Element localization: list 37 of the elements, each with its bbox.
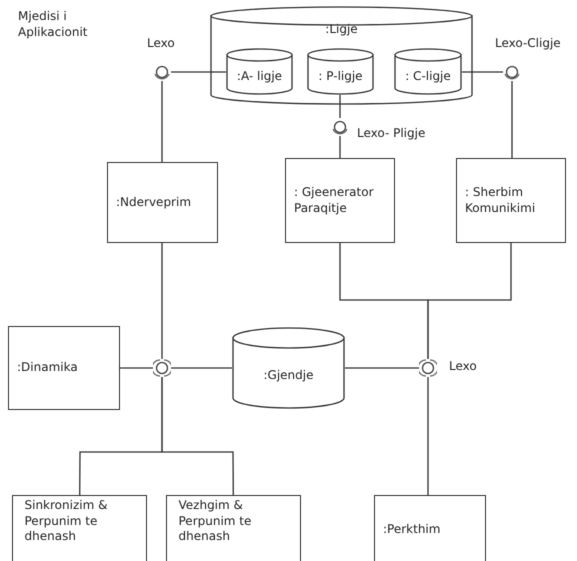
connector-line (462, 71, 503, 73)
connector-line (339, 95, 341, 118)
component-label: : Gjeenerator Paraqitje (294, 184, 375, 216)
connector-line (345, 367, 419, 369)
component-box (285, 158, 395, 243)
component-label: :Nderveprim (116, 194, 192, 210)
component-label: :Ligje (325, 22, 358, 38)
connector-line (161, 81, 163, 162)
component-label: :Gjendje (264, 368, 314, 384)
connector-line (511, 81, 513, 158)
component-box (107, 162, 218, 243)
component-label: : C-ligje (405, 68, 451, 84)
interface-label: Lexo (449, 359, 477, 375)
component-box (456, 158, 566, 243)
connector-line (120, 367, 153, 369)
interface-label: Lexo-Cligje (495, 36, 561, 52)
connector-line (161, 377, 234, 495)
component-box (166, 495, 301, 561)
connector-line (161, 243, 163, 359)
component-label: : P-ligje (318, 68, 363, 84)
component-box (12, 495, 147, 561)
interface-label: Lexo (147, 36, 175, 52)
component-box (374, 495, 486, 561)
component-label: :Perkthim (383, 522, 440, 538)
connector-line (171, 367, 232, 369)
component-label: : Sherbim Komunikimi (465, 184, 536, 216)
component-label: :Dinamika (17, 360, 78, 376)
note-text: Mjedisi i Aplikacionit (18, 8, 89, 40)
connector-line (427, 377, 429, 495)
connector-line (339, 136, 341, 159)
interface-label: Lexo- Pligje (357, 126, 426, 142)
connector-line (427, 243, 512, 359)
component-label: Sinkronizim & Perpunim te dhenash (24, 498, 108, 545)
component-box (8, 326, 120, 410)
component-label: Vezhgim & Perpunim te dhenash (178, 498, 252, 545)
connector-line (171, 71, 226, 73)
component-label: :A- ligje (236, 68, 282, 84)
